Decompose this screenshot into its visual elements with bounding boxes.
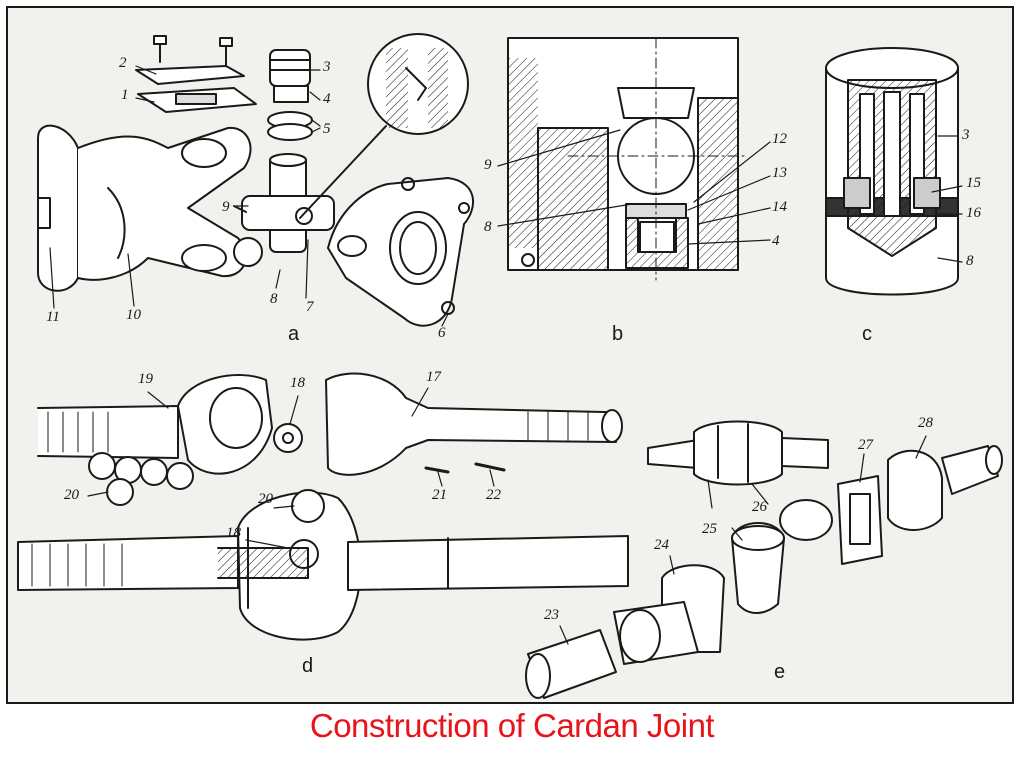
bolt-part	[153, 35, 233, 67]
part-label: 20	[258, 491, 273, 507]
part-label: 3	[962, 127, 970, 143]
part-label: 9	[222, 199, 230, 215]
panel-label-c: c	[862, 323, 872, 345]
inset-detail	[299, 33, 469, 219]
part-label: 12	[772, 131, 787, 147]
part-label: 14	[772, 199, 787, 215]
bearing-cup-part	[267, 49, 313, 141]
spider-cross-part	[233, 153, 335, 267]
panel-e-drawing	[525, 420, 1003, 699]
part-label: 28	[918, 415, 933, 431]
part-label: 16	[966, 205, 981, 221]
part-label: 4	[323, 91, 331, 107]
panel-label-b: b	[612, 323, 624, 345]
part-label: 24	[654, 537, 669, 553]
cardan-joint-figure: a b c d e 1 2 3 4 5 6 7 8 9 10 11 9 8 12…	[6, 6, 1014, 704]
flange-yoke-part	[327, 177, 474, 327]
figure-caption: Construction of Cardan Joint	[309, 707, 715, 744]
part-label: 8	[966, 253, 974, 269]
part-label: 13	[772, 165, 787, 181]
part-label: 18	[290, 375, 305, 391]
lock-plate-part	[135, 65, 245, 85]
part-label: 27	[858, 437, 873, 453]
part-label: 1	[121, 87, 129, 103]
part-label: 20	[64, 487, 79, 503]
panel-a-drawing	[37, 33, 474, 327]
part-label: 8	[270, 291, 278, 307]
panel-d-drawing	[17, 372, 629, 641]
part-label: 19	[138, 371, 153, 387]
part-label: 8	[484, 219, 492, 235]
panel-label-d: d	[302, 655, 314, 677]
part-label: 7	[306, 299, 314, 315]
part-label: 6	[438, 325, 446, 341]
part-label: 3	[323, 59, 331, 75]
panel-c-drawing	[825, 47, 963, 296]
part-label: 11	[46, 309, 60, 325]
part-label: 22	[486, 487, 501, 503]
part-label: 25	[702, 521, 717, 537]
part-label: 5	[323, 121, 331, 137]
part-label: 9	[484, 157, 492, 173]
part-label: 21	[432, 487, 447, 503]
part-label: 4	[772, 233, 780, 249]
yoke-part	[37, 124, 252, 292]
part-label: 15	[966, 175, 981, 191]
panel-b-drawing	[497, 37, 771, 281]
panel-label-e: e	[774, 661, 786, 683]
part-label: 17	[426, 369, 441, 385]
part-label: 10	[126, 307, 141, 323]
panel-a-leaders	[49, 65, 449, 327]
part-label: 23	[544, 607, 559, 623]
part-label: 18	[226, 525, 241, 541]
part-label: 2	[119, 55, 127, 71]
panel-label-a: a	[288, 323, 300, 345]
part-label: 26	[752, 499, 767, 515]
